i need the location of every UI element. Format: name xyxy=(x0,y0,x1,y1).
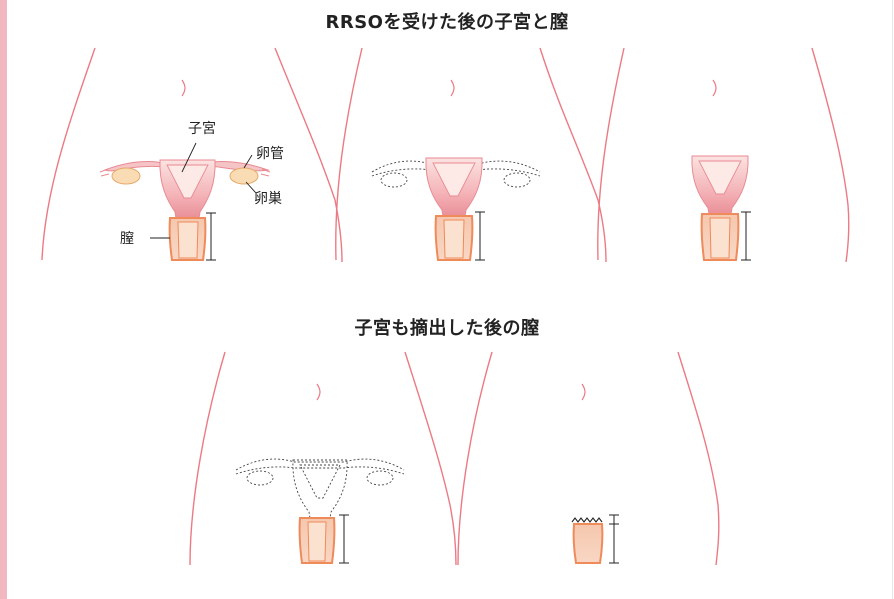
length-marker xyxy=(475,212,485,260)
uterus-label: 子宮 xyxy=(188,121,216,137)
length-marker xyxy=(206,213,216,260)
length-marker xyxy=(609,515,619,563)
vaginal-cuff xyxy=(574,524,603,563)
removed-organs-outline xyxy=(236,459,404,518)
length-marker xyxy=(339,515,349,563)
ovary-right xyxy=(230,168,258,184)
vagina-label: 膣 xyxy=(120,230,134,247)
length-marker xyxy=(741,212,751,260)
panel-rrso xyxy=(336,48,606,262)
panel-vaginal-cuff xyxy=(458,352,719,565)
fallopian-tube-label: 卵管 xyxy=(256,146,284,162)
ovary-left xyxy=(112,168,140,184)
panel-rrso-2 xyxy=(598,48,849,262)
panel-normal: 子宮 卵管 卵巣 膣 xyxy=(42,48,342,262)
suture-line xyxy=(572,518,602,522)
ovary-label: 卵巣 xyxy=(254,191,282,207)
panel-hysterectomy xyxy=(190,352,456,565)
